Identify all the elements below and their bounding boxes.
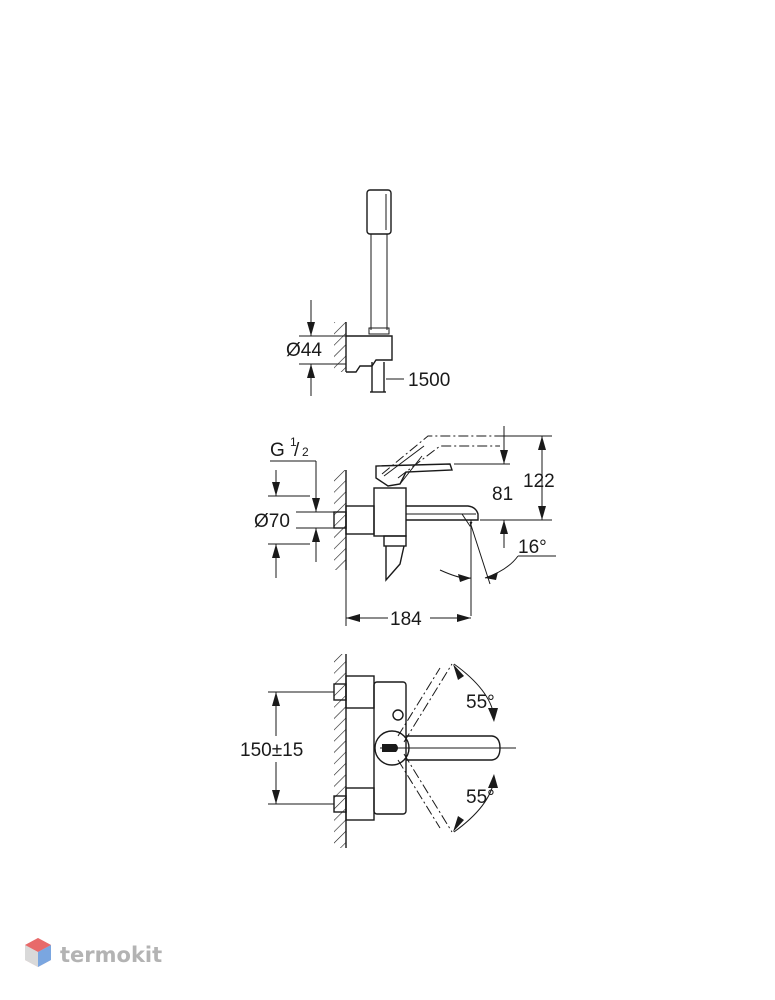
height-122-label: 122 (523, 471, 555, 492)
dim-centres-150 (268, 691, 334, 805)
angle-55-upper-label: 55° (466, 692, 495, 713)
wall-section (334, 654, 347, 848)
angle-16-label: 16° (518, 537, 547, 558)
dim-projection-184 (345, 570, 471, 626)
diverter-knob (383, 535, 407, 582)
svg-text:/: / (294, 440, 300, 461)
mixer-top-view: 55° 55° 150±15 (240, 654, 516, 848)
mixer-side-view: G 1 / 2 Ø70 122 81 (254, 426, 556, 630)
dim-thread (270, 460, 334, 562)
dim-height-81 (454, 426, 510, 548)
shower-head (366, 189, 392, 335)
thread-sup-label: 1 (290, 435, 297, 449)
dim-diameter-44 (299, 300, 346, 396)
lever-swing (397, 663, 498, 833)
hose (370, 362, 404, 393)
projection-184-label: 184 (390, 609, 422, 630)
wall-holder (346, 335, 393, 373)
watermark-text: termokit (60, 943, 162, 967)
dim-height-122 (480, 435, 552, 521)
mixer-body (373, 487, 479, 537)
centres-150-label: 150±15 (240, 740, 303, 761)
watermark: termokit (25, 938, 162, 967)
handshower-view: Ø44 1500 (286, 189, 450, 396)
spout-height-81-label: 81 (492, 484, 513, 505)
thread-sub-label: 2 (302, 445, 309, 459)
handshower-diameter-label: Ø44 (286, 340, 322, 361)
dim-angle-16 (439, 520, 556, 616)
thread-label: G (270, 440, 285, 461)
top-mixer-body (373, 681, 516, 815)
dim-diameter-70 (268, 470, 310, 578)
angle-55-lower-label: 55° (466, 787, 495, 808)
diameter-70-label: Ø70 (254, 511, 290, 532)
termokit-logo-icon (25, 938, 51, 967)
hose-length-label: 1500 (408, 370, 450, 391)
wall-section (334, 470, 347, 570)
mixer-lever (375, 435, 502, 487)
